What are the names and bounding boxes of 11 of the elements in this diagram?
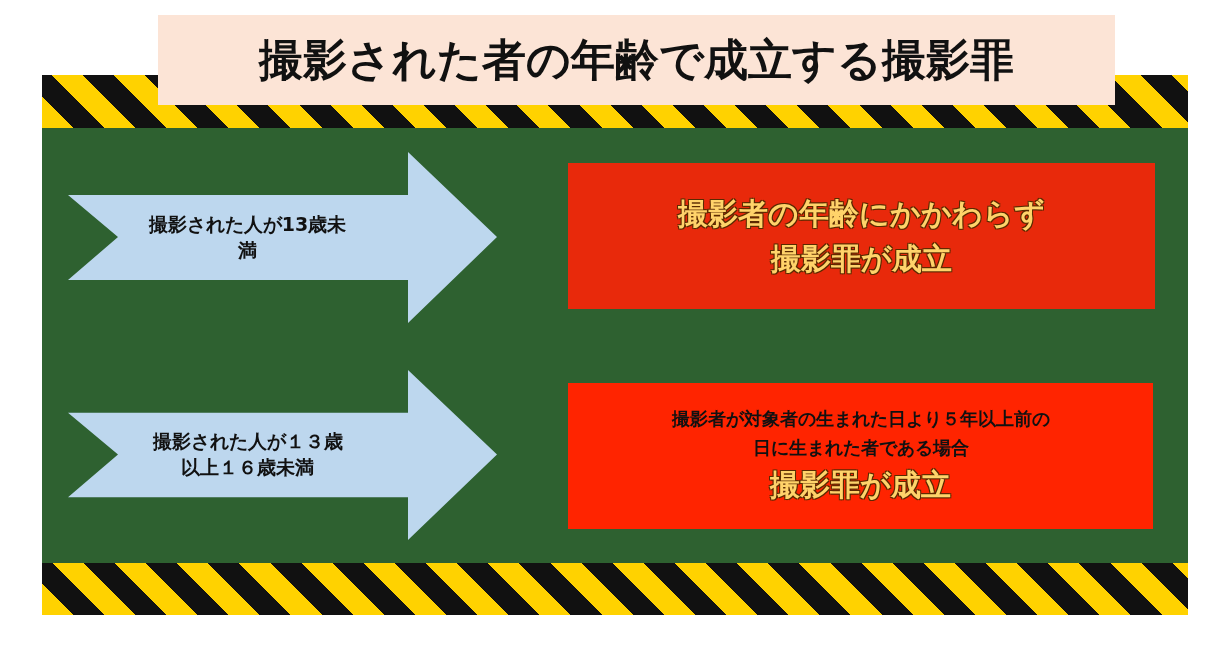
result-text: 撮影者の年齢にかかわらず [678, 195, 1045, 233]
arrow-shape [68, 370, 497, 540]
result-box [568, 163, 1155, 309]
result-text: 撮影罪が成立 [770, 466, 951, 505]
result-box [568, 383, 1153, 529]
arrow-shape [68, 152, 497, 323]
condition-text: 撮影された人が１３歳以上１６歳未満 [151, 429, 344, 480]
condition-text: 撮影者が対象者の生まれた日より５年以上前の日に生まれた者である場合 [670, 406, 1051, 460]
result-text: 撮影罪が成立 [771, 240, 952, 278]
title: 撮影された者の年齢で成立する撮影罪 [158, 15, 1115, 105]
condition-text: 撮影された人が13歳未満 [147, 211, 348, 263]
